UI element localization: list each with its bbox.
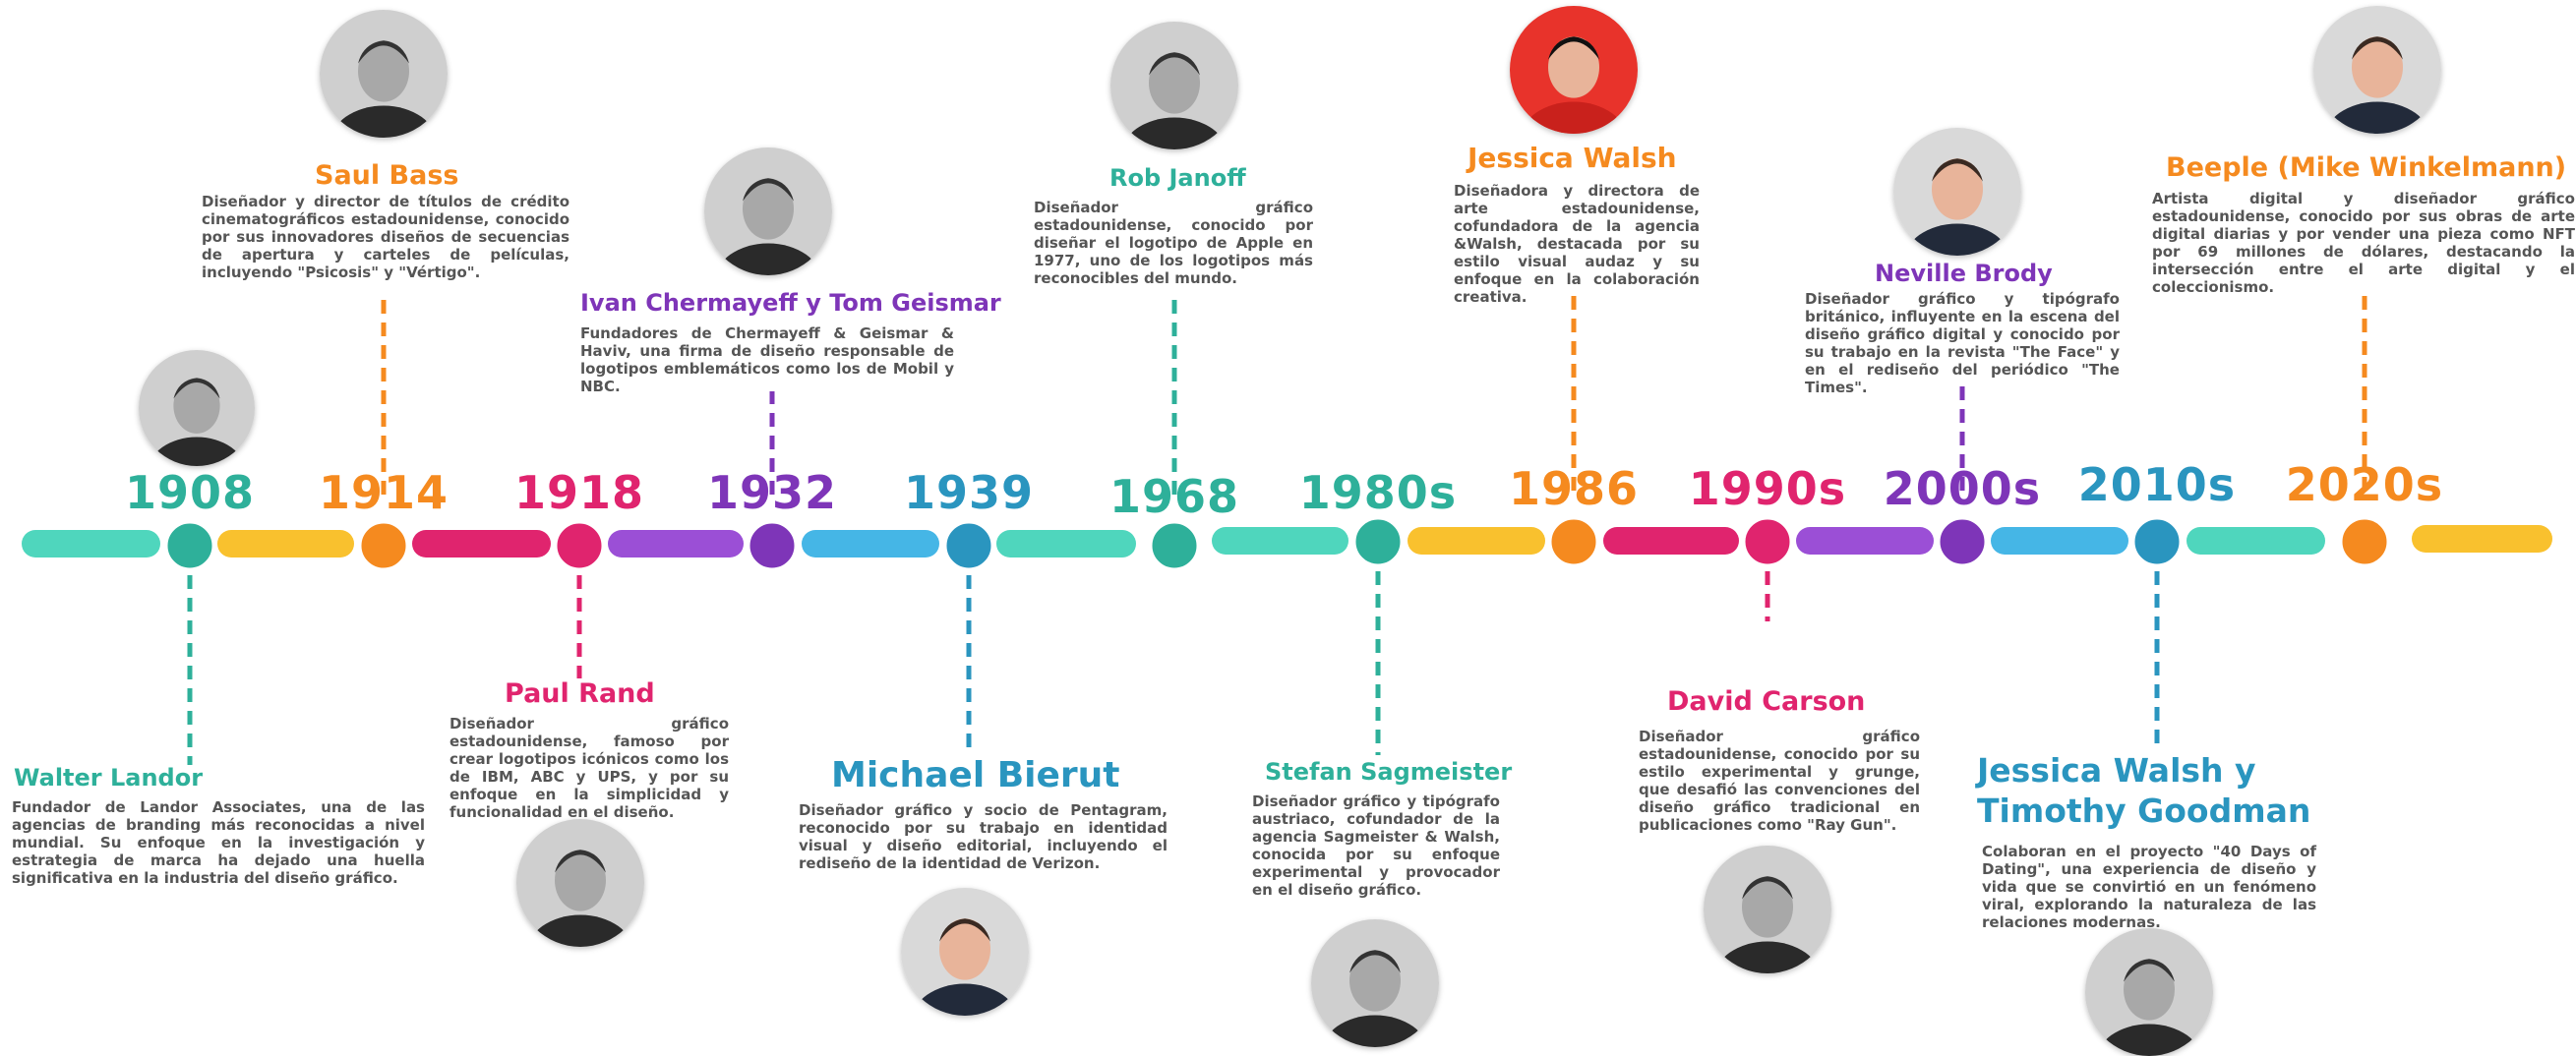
designer-description: Diseñador gráfico estadounidense, conoci… [1034, 199, 1313, 287]
timeline-bar-segment [22, 530, 160, 557]
designer-description: Artista digital y diseñador gráfico esta… [2152, 190, 2575, 296]
year-label: 2010s [2039, 462, 2275, 507]
designer-description: Diseñadora y directora de arte estadouni… [1454, 182, 1700, 306]
portrait-photo [2085, 928, 2213, 1056]
designer-name: Walter Landor [14, 765, 203, 792]
timeline-dot [749, 522, 796, 569]
timeline-bar-segment [412, 530, 551, 557]
timeline-dot [1151, 522, 1198, 569]
timeline-bar-segment [1408, 527, 1545, 555]
portrait-photo [1704, 846, 1831, 973]
timeline-dot [1939, 518, 1986, 565]
portrait-photo [1893, 128, 2021, 256]
timeline-dot [1744, 518, 1791, 565]
designer-name: Michael Bierut [831, 755, 1120, 795]
year-label: 1939 [851, 470, 1087, 515]
portrait-photo [901, 888, 1029, 1016]
timeline-dot [1354, 518, 1402, 565]
timeline-dot [166, 522, 213, 569]
designer-description: Diseñador gráfico y tipógrafo británico,… [1805, 290, 2120, 396]
portrait-photo [516, 819, 644, 947]
timeline-bar-segment [608, 530, 744, 557]
timeline-dot [360, 522, 407, 569]
portrait-photo [704, 147, 832, 275]
timeline-bar-segment [1212, 527, 1348, 555]
designer-description: Diseñador gráfico y socio de Pentagram, … [799, 801, 1168, 872]
timeline-bar-segment [2412, 525, 2552, 553]
designer-name: Stefan Sagmeister [1265, 759, 1512, 787]
designer-name: Saul Bass [315, 160, 458, 191]
designer-name: Neville Brody [1875, 261, 2053, 288]
timeline-bar-segment [996, 530, 1136, 557]
timeline-bar-segment [802, 530, 939, 557]
designer-name: Beeple (Mike Winkelmann) [2166, 152, 2566, 183]
year-label: 2020s [2247, 462, 2483, 507]
designer-name: Ivan Chermayeff y Tom Geismar [580, 290, 1001, 318]
designer-description: Diseñador gráfico y tipógrafo austriaco,… [1252, 792, 1500, 899]
timeline-dot [2341, 518, 2388, 565]
designer-description: Diseñador gráfico estadounidense, famoso… [449, 715, 729, 821]
designer-description: Fundadores de Chermayeff & Geismar & Hav… [580, 324, 954, 395]
timeline-bar-segment [217, 530, 354, 557]
timeline-bar-segment [1991, 527, 2128, 555]
designer-description: Diseñador gráfico estadounidense, conoci… [1639, 728, 1920, 834]
designer-name: Paul Rand [505, 678, 655, 709]
designer-name: Rob Janoff [1109, 165, 1246, 193]
timeline-bar-segment [1796, 527, 1934, 555]
timeline-dot [945, 522, 992, 569]
designer-description: Colaboran en el proyecto "40 Days of Dat… [1982, 843, 2316, 931]
timeline-dot [2133, 518, 2181, 565]
timeline-bar-segment [1603, 527, 1739, 555]
designer-name: David Carson [1667, 686, 1865, 717]
portrait-photo [2313, 6, 2441, 134]
timeline-dot [1550, 518, 1597, 565]
timeline-bar-segment [2187, 527, 2325, 555]
designer-name: Jessica Walsh y Timothy Goodman [1977, 750, 2331, 832]
portrait-photo [1510, 6, 1638, 134]
designer-description: Fundador de Landor Associates, una de la… [12, 798, 425, 887]
portrait-photo [1311, 919, 1439, 1047]
portrait-photo [139, 350, 255, 466]
timeline-dot [556, 522, 603, 569]
year-label: 1968 [1056, 474, 1292, 519]
designer-description: Diseñador y director de títulos de crédi… [202, 193, 569, 281]
designer-name: Jessica Walsh [1468, 143, 1677, 174]
portrait-photo [320, 10, 448, 138]
portrait-photo [1110, 22, 1238, 149]
